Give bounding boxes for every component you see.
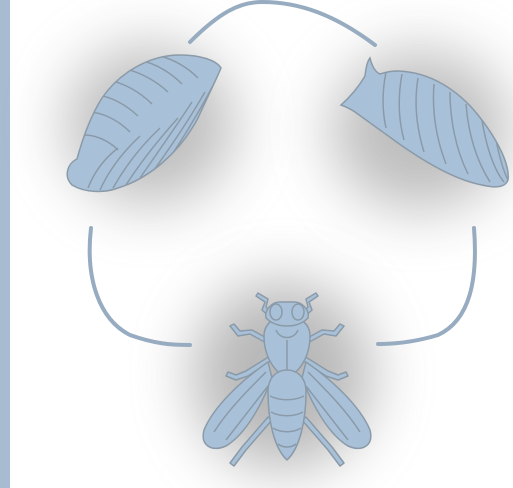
- arrow-larva-to-pupa: [190, 2, 375, 45]
- fly-eye-right: [292, 304, 304, 320]
- arrow-pupa-to-fly: [378, 228, 475, 344]
- fly-eye-left: [270, 304, 282, 320]
- arrow-fly-to-larva: [90, 228, 190, 345]
